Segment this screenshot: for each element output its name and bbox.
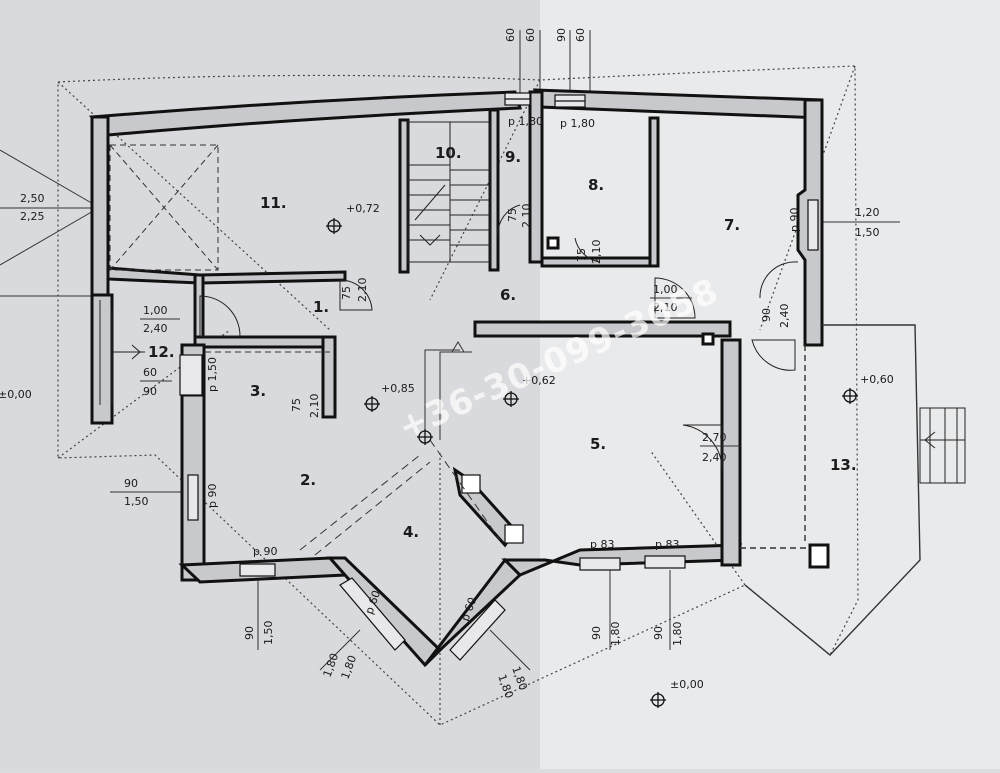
dim-door-6-210: 2,10 [653,301,678,314]
dim-top-60b: 60 [524,28,537,42]
dim-window-12-90: 90 [143,385,157,398]
room-2-label: 2. [300,471,316,489]
dim-window-5b-p: p 83 [655,538,679,551]
dim-door-3-75: 75 [290,398,303,412]
dim-door-6-100: 1,00 [653,283,678,296]
level-markers [326,218,858,708]
room-7-label: 7. [724,216,740,234]
room-13-label: 13. [830,456,857,474]
dim-door-1-75: 75 [340,286,353,300]
dim-window-4-p: p 90 [253,545,277,558]
dim-window-4-150: 1,50 [262,621,275,646]
staircase-terrace [919,407,966,484]
dim-top-90: 90 [555,28,568,42]
dim-door-9-210: 2,10 [520,204,533,229]
dim-window-2-150: 1,50 [124,495,149,508]
dim-door-1-210: 2,10 [356,278,369,303]
skylight [109,144,219,271]
level-exterior: ±0,00 [670,678,704,691]
room-6-label: 6. [500,286,516,304]
room-5-label: 5. [590,435,606,453]
level-room-11: +0,72 [346,202,380,215]
dimension-lines [0,30,900,671]
dim-window-5b-90: 90 [652,626,665,640]
dim-window-7-p: p 90 [788,208,801,232]
dim-window-8: p 1,80 [560,117,595,130]
dim-window-7-120: 1,20 [855,206,880,219]
dim-top-60a: 60 [504,28,517,42]
door-axis [205,341,501,556]
dim-door-3-210: 2,10 [308,394,321,419]
room-4-label: 4. [403,523,419,541]
dim-window-12-p: p 1,50 [206,357,219,392]
dim-window-9: p 1,80 [508,115,543,128]
dim-window-5a-180: 1,80 [609,622,622,647]
terrace-outline [740,324,921,656]
staircase-entry [99,300,145,405]
level-room-2: +0,85 [381,382,415,395]
dim-window-2-p: p 90 [206,484,219,508]
room-11-label: 11. [260,194,287,212]
dim-door-7-240: 2,40 [778,304,791,329]
level-room-5: +0,62 [522,374,556,387]
dim-window-5b-180: 1,80 [671,622,684,647]
room-10-label: 10. [435,144,462,162]
room-1-label: 1. [313,298,329,316]
dim-window-5a-90: 90 [590,626,603,640]
dim-window-2-90: 90 [124,477,138,490]
dim-window-7-150: 1,50 [855,226,880,239]
dim-door-12-240: 2,40 [143,322,168,335]
dimension-labels: 60 60 90 60 p 1,80 p 1,80 75 2,10 75 2,1… [20,28,880,700]
dim-door-5-240: 2,40 [702,451,727,464]
dim-left-225: 2,25 [20,210,45,223]
dim-door-7-90: 90 [760,308,773,322]
level-values: +0,72 +0,85 +0,62 +0,60 ±0,00 ±0,00 [0,202,894,691]
room-8-label: 8. [588,176,604,194]
dim-window-5a-p: p 83 [590,538,614,551]
dim-door-8-75: 75 [575,248,588,262]
dim-top-60c: 60 [574,28,587,42]
staircase [407,121,491,263]
dim-door-8-210: 2,10 [590,240,603,265]
level-left-edge: ±0,00 [0,388,32,401]
level-room-13: +0,60 [860,373,894,386]
windows [179,92,819,661]
dim-door-9-75: 75 [506,208,519,222]
dim-door-5-270: 2,70 [702,431,727,444]
room-3-label: 3. [250,382,266,400]
room-9-label: 9. [505,148,521,166]
dim-left-250: 2,50 [20,192,45,205]
dim-window-4-90: 90 [243,626,256,640]
room-12-label: 12. [148,343,175,361]
dim-door-12-100: 1,00 [143,304,168,317]
room-labels: 1. 2. 3. 4. 5. 6. 7. 8. 9. 10. 11. 12. 1… [148,144,857,541]
dim-window-12-60: 60 [143,366,157,379]
door-swings [199,204,799,471]
